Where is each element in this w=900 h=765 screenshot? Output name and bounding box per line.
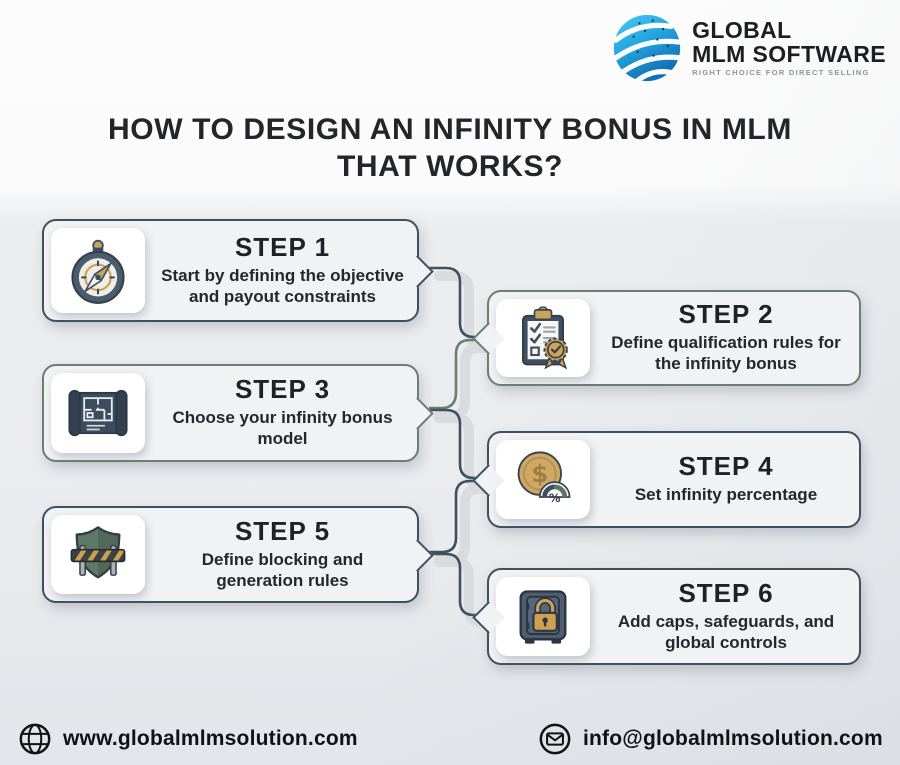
logo-name-line1: GLOBAL	[692, 17, 792, 44]
coin-percentage-icon: $ %	[496, 440, 590, 519]
step-description: Add caps, safeguards, and global control…	[617, 611, 835, 652]
envelope-icon	[539, 723, 571, 755]
step-card-2: STEP 2 Define qualification rules for th…	[472, 290, 861, 386]
svg-text:$: $	[531, 459, 548, 488]
globe-icon	[19, 723, 51, 755]
safe-lock-icon	[496, 577, 590, 656]
step-description: Define blocking and generation rules	[201, 549, 364, 590]
blueprint-icon	[51, 373, 145, 453]
website-url: www.globalmlmsolution.com	[63, 727, 358, 750]
footer-email: info@globalmlmsolution.com	[538, 722, 883, 756]
step-label: STEP 4	[678, 451, 774, 482]
footer-website: www.globalmlmsolution.com	[18, 722, 358, 756]
step-description: Start by defining the objective and payo…	[161, 265, 404, 306]
page-title-line1: HOW TO DESIGN AN INFINITY BONUS IN MLM	[108, 113, 792, 146]
page-title: HOW TO DESIGN AN INFINITY BONUS IN MLM T…	[0, 112, 900, 185]
step-card-4: $ % STEP 4 Set infinity percentage	[472, 431, 861, 528]
compass-icon	[51, 228, 145, 313]
step-label: STEP 2	[678, 299, 774, 330]
step-description: Set infinity percentage	[634, 485, 818, 505]
step-card-3: STEP 3 Choose your infinity bonus model	[42, 364, 434, 462]
logo-name-line2: MLM SOFTWARE	[692, 40, 886, 67]
step-label: STEP 6	[678, 577, 774, 608]
step-card-1: STEP 1 Start by defining the objective a…	[42, 219, 434, 322]
globe-logo-icon	[613, 14, 682, 84]
svg-text:%: %	[549, 490, 561, 504]
step-label: STEP 5	[234, 515, 331, 546]
email-address: info@globalmlmsolution.com	[583, 727, 883, 750]
step-description: Define qualification rules for the infin…	[611, 333, 841, 373]
step-label: STEP 1	[234, 231, 331, 262]
logo-tagline: RIGHT CHOICE FOR DIRECT SELLING	[692, 68, 870, 78]
step-description: Choose your infinity bonus model	[172, 408, 393, 448]
page-title-line2: THAT WORKS?	[336, 149, 563, 183]
brand-logo: GLOBAL MLM SOFTWARE RIGHT CHOICE FOR DIR…	[611, 8, 886, 88]
certificate-checklist-icon	[496, 299, 590, 377]
step-label: STEP 3	[234, 374, 331, 405]
step-card-6: STEP 6 Add caps, safeguards, and global …	[472, 568, 861, 665]
shield-barrier-icon	[51, 515, 145, 594]
step-card-5: STEP 5 Define blocking and generation ru…	[42, 506, 434, 603]
